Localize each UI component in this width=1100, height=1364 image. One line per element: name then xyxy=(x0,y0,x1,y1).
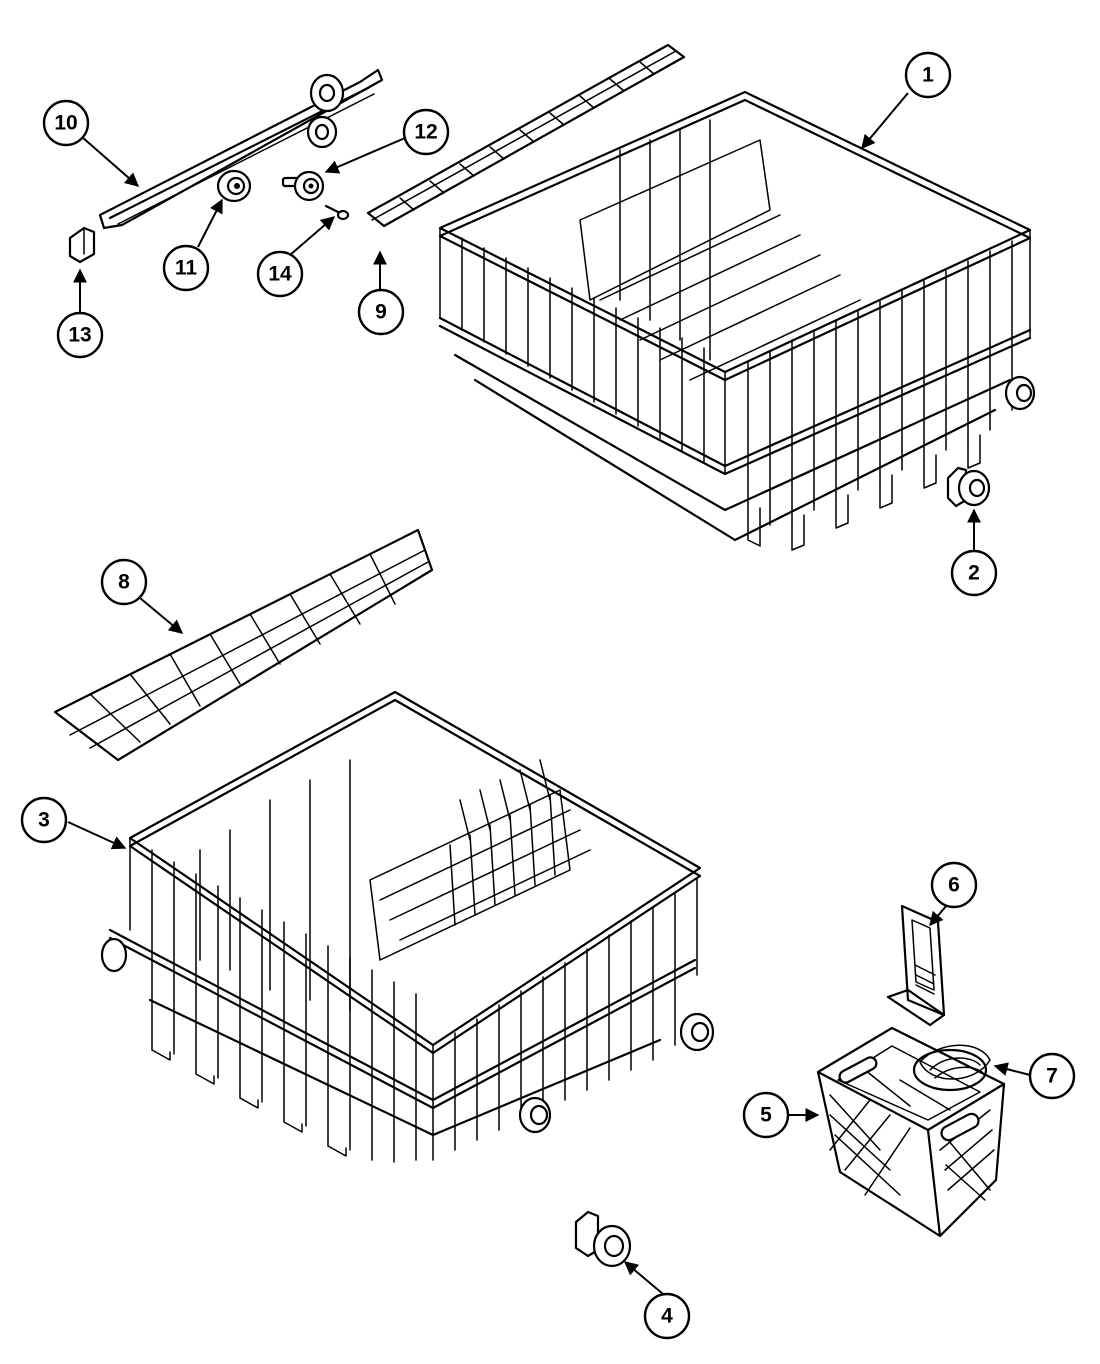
basket-handle-part xyxy=(912,1044,991,1092)
leader-12 xyxy=(324,137,406,174)
roller-part xyxy=(216,169,252,203)
leader-6 xyxy=(929,904,948,927)
callout-2: 2 xyxy=(950,549,998,597)
shelf-strip-part xyxy=(366,43,686,228)
callout-6-label: 6 xyxy=(948,874,960,897)
silverware-basket-part xyxy=(816,1026,1006,1238)
callout-1: 1 xyxy=(904,51,952,99)
callout-8: 8 xyxy=(100,558,148,606)
callout-10-label: 10 xyxy=(54,112,77,135)
screw-part xyxy=(324,204,350,221)
callout-3-label: 3 xyxy=(38,809,50,832)
callout-10: 10 xyxy=(42,99,90,147)
callout-7-label: 7 xyxy=(1046,1065,1058,1088)
callout-14: 14 xyxy=(256,250,304,298)
callout-11-label: 11 xyxy=(175,257,198,280)
leader-7 xyxy=(993,1062,1031,1076)
lower-rack-roller-part xyxy=(574,1210,632,1268)
callout-3: 3 xyxy=(20,796,68,844)
callout-12-label: 12 xyxy=(414,121,437,144)
callout-13: 13 xyxy=(56,311,104,359)
callout-14-label: 14 xyxy=(268,263,292,286)
callout-5-label: 5 xyxy=(760,1104,772,1127)
callout-4-label: 4 xyxy=(661,1305,673,1328)
lower-rack-part xyxy=(100,690,715,1163)
callout-9-label: 9 xyxy=(375,301,387,324)
callout-2-label: 2 xyxy=(968,562,980,585)
callout-9: 9 xyxy=(357,288,405,336)
leader-8 xyxy=(139,597,184,634)
callout-1-label: 1 xyxy=(922,64,934,87)
leader-lines xyxy=(67,92,1031,1295)
leader-10 xyxy=(81,136,140,187)
leader-4 xyxy=(623,1261,664,1295)
callout-6: 6 xyxy=(930,861,978,909)
leader-3 xyxy=(67,821,127,850)
callout-11: 11 xyxy=(162,244,210,292)
callout-4: 4 xyxy=(643,1292,691,1340)
callout-13-label: 13 xyxy=(68,324,91,347)
upper-rack-roller-part xyxy=(946,466,991,508)
upper-rack-part xyxy=(438,90,1036,551)
callout-5: 5 xyxy=(742,1091,790,1139)
leader-1 xyxy=(861,92,909,150)
track-rail-part xyxy=(98,68,384,230)
basket-cover-part xyxy=(886,904,946,1027)
stud-roller-part xyxy=(281,170,325,202)
callout-12: 12 xyxy=(402,108,450,156)
leader-11 xyxy=(197,198,223,248)
callout-7: 7 xyxy=(1028,1052,1076,1100)
shelf-part xyxy=(53,528,434,762)
callout-8-label: 8 xyxy=(118,571,130,594)
leader-14 xyxy=(289,216,336,256)
rail-end-cap-part xyxy=(68,226,96,264)
